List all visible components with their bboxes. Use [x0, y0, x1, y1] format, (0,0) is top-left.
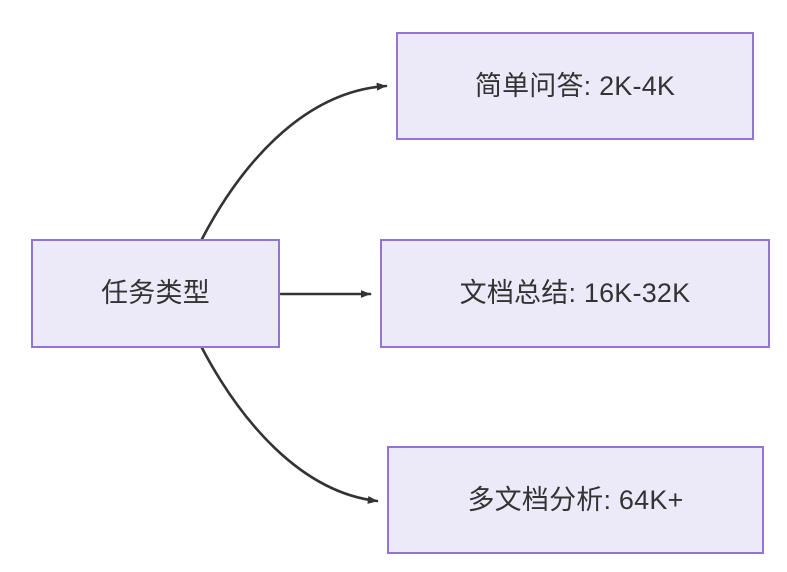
- edge-root-to-multi: [200, 346, 379, 504]
- node-task-type[interactable]: 任务类型: [31, 239, 280, 348]
- node-label-doc-summary: 文档总结: 16K-32K: [459, 278, 691, 309]
- edge-root-to-simple: [200, 82, 388, 241]
- node-multi-doc-analysis[interactable]: 多文档分析: 64K+: [387, 446, 764, 554]
- node-simple-qa[interactable]: 简单问答: 2K-4K: [396, 32, 754, 140]
- node-label-multi-doc-analysis: 多文档分析: 64K+: [467, 484, 684, 515]
- node-label-simple-qa: 简单问答: 2K-4K: [474, 70, 676, 101]
- node-label-task-type: 任务类型: [101, 278, 210, 309]
- node-doc-summary[interactable]: 文档总结: 16K-32K: [380, 239, 770, 348]
